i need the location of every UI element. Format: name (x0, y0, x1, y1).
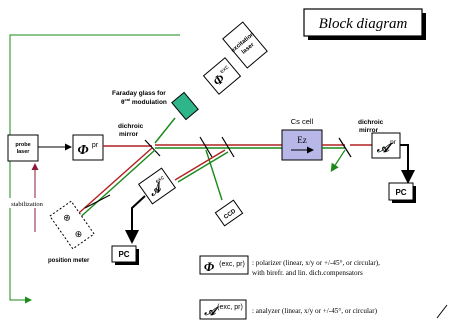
green-dump-arrow (330, 149, 346, 173)
cs-cell-box (281, 129, 323, 161)
probe-laser-box (7, 134, 39, 162)
legend-corner-mark (436, 304, 448, 319)
stabilization-label: stabilization (11, 201, 44, 208)
analyzer-pr-box (371, 132, 401, 159)
legend-polarizer-text-1: : polarizer (linear, x/y or +/-45°, or c… (252, 259, 380, 267)
analyzer-exc-box: 𝒜 exc (137, 167, 177, 205)
dichroic-left-label-1: dichroic (118, 123, 144, 130)
legend-polarizer-sup: (exc, pr) (219, 261, 245, 268)
pc-left-label: PC (118, 250, 129, 259)
splitter-mirror-2 (199, 136, 213, 158)
dichroic-right-label-2: mirror (359, 127, 379, 134)
probe-laser-label-1: probe (15, 142, 30, 148)
svg-text:⊗: ⊗ (61, 211, 73, 224)
legend-analyzer-sup: (exc, pr) (217, 304, 243, 311)
analyzer-exc-beam-red (174, 149, 226, 181)
dichroic-right-label-1: dichroic (358, 119, 384, 126)
ccd-box: CCD (214, 199, 244, 227)
pc-left-box (111, 245, 137, 263)
legend-polarizer-text-2: with birefr. and lin. dich.compensators (252, 269, 363, 277)
dichroic-mirror-left (144, 139, 161, 157)
ez-label: Ez (297, 135, 307, 145)
excitation-beam-down (154, 117, 176, 144)
svg-text:Φ: Φ (77, 143, 88, 158)
arrow-to-pc-left (125, 195, 146, 244)
stabilization-bg (3, 198, 51, 208)
position-meter-label: position meter (48, 258, 90, 264)
excitation-laser-box: excitation laser (222, 21, 268, 69)
title-box: Block diagram (303, 8, 426, 40)
feedback-loop-line (9, 34, 180, 304)
probe-laser-label-2: laser (17, 149, 31, 155)
dichroic-left-label-2: mirror (119, 131, 139, 138)
polarizer-pr-sup: pr (92, 142, 99, 149)
legend-analyzer-box (199, 299, 247, 320)
faraday-glass (171, 91, 199, 121)
polarizer-exc-box: Φ exc (202, 57, 242, 95)
polarizer-exc-sup: exc (219, 65, 230, 76)
faraday-label-2: θcal modulation (121, 97, 167, 106)
position-meter-box: ⊗ ⊗ (49, 200, 95, 250)
splitter-mirror-1 (221, 136, 235, 158)
dichroic-mirror-right (338, 137, 352, 158)
legend-polarizer-box (199, 255, 249, 275)
analyzer-exc-sup: exc (155, 175, 166, 185)
analyzer-exc-beam-green (177, 151, 229, 183)
svg-text:⊗: ⊗ (72, 228, 84, 241)
legend-analyzer-text: : analyzer (linear, x/y or +/-45°, or ci… (252, 307, 378, 315)
pc-right-box (388, 182, 414, 201)
analyzer-pr-sup: pr (390, 139, 397, 146)
arrow-to-pc-right (400, 144, 415, 184)
cs-cell-label: Cs cell (291, 117, 314, 126)
faraday-label-1: Faraday glass for (112, 90, 166, 97)
beam-mirror-small (84, 194, 111, 209)
diagram-title: Block diagram (319, 16, 408, 32)
pc-right-label: PC (395, 188, 406, 197)
ccd-beam (205, 149, 223, 201)
polarizer-pr-box (72, 134, 104, 161)
svg-text:Φ: Φ (204, 259, 215, 274)
